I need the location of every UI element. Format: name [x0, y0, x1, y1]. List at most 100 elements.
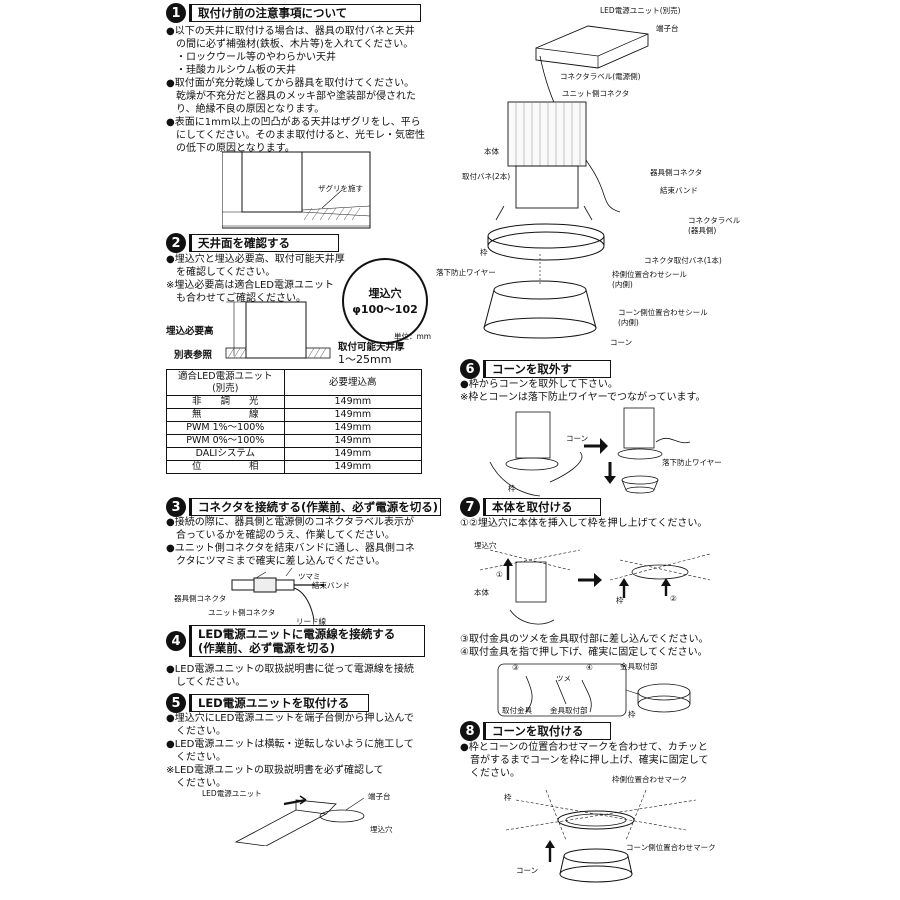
band-label: 結束バンド — [312, 581, 350, 590]
section-title: コーンを取付ける — [483, 722, 611, 740]
section-1-header: 1 取付け前の注意事項について — [166, 2, 421, 24]
bracket-mount-label-2: 金具取付部 — [620, 662, 658, 671]
connector-diagram — [231, 568, 324, 621]
required-height-label: 埋込必要高 — [166, 326, 214, 337]
claw-label: ツメ — [556, 674, 571, 683]
text-line: クタにツマミまで確実に差し込んでください。 — [166, 556, 386, 567]
table-cell: 149mm — [283, 434, 423, 448]
section-title: 取付け前の注意事項について — [189, 4, 421, 22]
table-cell: PWM 0%～100% — [166, 434, 285, 448]
table-cell: DALIシステム — [166, 447, 285, 461]
part-frame-seal: 枠側位置合わせシール (内側) — [612, 270, 687, 289]
section-7-text-a: ①②埋込穴に本体を挿入して枠を押し上げてください。 — [460, 517, 760, 530]
bracket-fix-diagram — [497, 663, 691, 717]
table-cell: 149mm — [283, 421, 423, 435]
section-4-text: ●LED電源ユニットの取扱説明書に従って電源線を接続 してください。 — [166, 663, 436, 689]
part-frame: 枠 — [480, 248, 488, 257]
section-4-header: 4 LED電源ユニットに電源線を接続する (作業前、必ず電源を切る) — [166, 625, 425, 657]
table-cell: 149mm — [283, 460, 423, 474]
text-line: ●埋込穴と埋込必要高、取付可能天井厚 — [166, 254, 345, 265]
text-line: ●取付面が充分乾燥してから器具を取付けてください。 — [166, 78, 415, 89]
hole-label-5: 埋込穴 — [370, 825, 393, 834]
section-3-header: 3 コネクタを接続する(作業前、必ず電源を切る) — [166, 496, 441, 518]
section-5-text: ●埋込穴にLED電源ユニットを端子台側から押し込んで ください。●LED電源ユニ… — [166, 712, 436, 790]
part-terminal: 端子台 — [656, 24, 679, 33]
body-label-7: 本体 — [474, 588, 489, 597]
step-c4: ④ — [586, 663, 593, 672]
step-number: 1 — [166, 3, 186, 23]
section-2-header: 2 天井面を確認する — [166, 232, 339, 254]
cone-removal-diagram — [489, 407, 691, 497]
unit-connector-label: ユニット側コネクタ — [208, 608, 276, 617]
section-1-text: ●以下の天井に取付ける場合は、器具の取付バネと天井 の間に必ず補強材(鉄板、木片… — [166, 25, 436, 155]
cone-label-6: コーン — [566, 434, 589, 443]
text-line: を確認してください。 — [166, 267, 276, 278]
section-7-header: 7 本体を取付ける — [460, 496, 601, 518]
text-line: ●埋込穴にLED電源ユニットを端子台側から押し込んで — [166, 713, 414, 724]
text-line: ※枠とコーンは落下防止ワイヤーでつながっています。 — [460, 392, 706, 403]
frame-label-6: 枠 — [508, 484, 516, 493]
step-number: 4 — [166, 631, 186, 651]
step-number: 7 — [460, 497, 480, 517]
hole-size-badge: 埋込穴 φ100～102 — [342, 258, 428, 344]
cone-attach-diagram — [506, 790, 697, 883]
text-line: 音がするまでコーンを枠に押し上げ、確実に固定して — [460, 755, 709, 766]
text-line: 乾燥が不充分だと器具のメッキ部や塗装部が侵された — [166, 91, 416, 102]
section-5-header: 5 LED電源ユニットを取付ける — [166, 692, 369, 714]
table-header: 必要埋込高 — [283, 369, 423, 396]
text-line: の間に必ず補強材(鉄板、木片等)を入れてください。 — [166, 39, 414, 50]
section-6-text: ●枠からコーンを取外して下さい。※枠とコーンは落下防止ワイヤーでつながっています… — [460, 378, 760, 404]
step-number: 8 — [460, 721, 480, 741]
body-insert-diagram — [479, 549, 711, 625]
terminal-label: 端子台 — [368, 792, 391, 801]
lead-wire-label: リード線 — [296, 617, 326, 626]
table-cell: 149mm — [283, 447, 423, 461]
ceiling-height-diagram — [225, 301, 331, 359]
table-cell: PWM 1%～100% — [166, 421, 285, 435]
step-c1: ① — [496, 570, 503, 579]
bracket-mount-label: 金具取付部 — [550, 706, 588, 715]
hole-label-7: 埋込穴 — [474, 541, 497, 550]
table-cell: 149mm — [283, 408, 423, 422]
text-line: ●LED電源ユニットの取扱説明書に従って電源線を接続 — [166, 664, 414, 675]
text-line: ③取付金具のツメを金具取付部に差し込んでください。 — [460, 634, 709, 645]
unit-label: 単位：mm — [394, 332, 432, 341]
text-line: り、絶縁不良の原因となります。 — [166, 104, 325, 115]
text-line: ください。 — [166, 778, 226, 789]
zaguri-label: ザグリを施す — [318, 184, 363, 193]
step-number: 2 — [166, 233, 186, 253]
bracket-label: 取付金具 — [502, 706, 532, 715]
section-title: 本体を取付ける — [483, 498, 601, 516]
text-line: ●以下の天井に取付ける場合は、器具の取付バネと天井 — [166, 26, 415, 37]
part-unit-connector: ユニット側コネクタ — [562, 89, 630, 98]
section-title: コネクタを接続する(作業前、必ず電源を切る) — [189, 498, 441, 516]
fixture-connector-label: 器具側コネクタ — [174, 594, 227, 603]
section-6-header: 6 コーンを取外す — [460, 358, 611, 380]
table-row: PWM 1%～100%149mm — [166, 421, 423, 435]
text-line: ④取付金具を指で押し下げ、確実に固定してください。 — [460, 647, 708, 658]
part-connector-spring: コネクタ取付バネ(1本) — [644, 256, 722, 265]
section-title: 天井面を確認する — [189, 234, 339, 252]
section-2-text: ●埋込穴と埋込必要高、取付可能天井厚 を確認してください。※埋込必要高は適合LE… — [166, 253, 366, 305]
part-fixture-connector: 器具側コネクタ — [650, 168, 703, 177]
section-title-line2: (作業前、必ず電源を切る) — [198, 641, 336, 655]
table-cell: 位 相 — [166, 460, 285, 474]
tsumami-label: ツマミ — [298, 572, 321, 581]
text-line: ※LED電源ユニットの取扱説明書を必ず確認して — [166, 765, 384, 776]
section-title: LED電源ユニットを取付ける — [189, 694, 369, 712]
text-line: ください。 — [460, 768, 520, 779]
section-title: LED電源ユニットに電源線を接続する (作業前、必ず電源を切る) — [189, 625, 425, 657]
part-connector-label-fixture: コネクタラベル (器具側) — [688, 216, 741, 235]
led-unit-label: LED電源ユニット — [202, 789, 262, 798]
step-c3: ③ — [512, 663, 519, 672]
text-line: ください。 — [166, 752, 226, 763]
step-number: 6 — [460, 359, 480, 379]
text-line: ●接続の際に、器具側と電源側のコネクタラベル表示が — [166, 517, 415, 528]
section-8-header: 8 コーンを取付ける — [460, 720, 611, 742]
text-line: ①②埋込穴に本体を挿入して枠を押し上げてください。 — [460, 518, 708, 529]
